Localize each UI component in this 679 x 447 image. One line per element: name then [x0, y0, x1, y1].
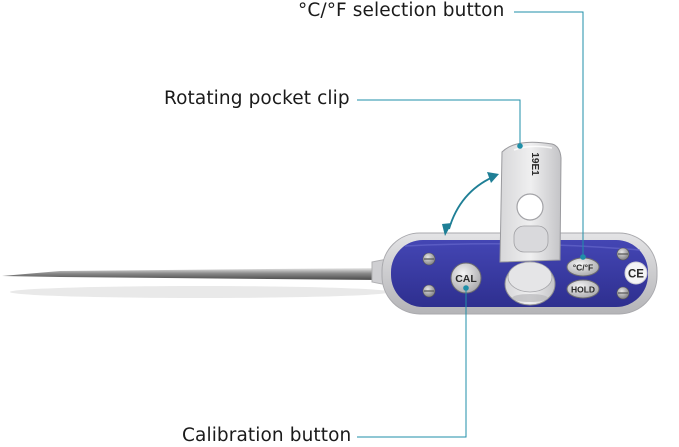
ce-mark-icon: CE [624, 261, 648, 285]
hold-button-label: HOLD [571, 285, 595, 295]
ce-mark-text: CE [628, 269, 644, 281]
clip-pivot-knob [504, 261, 556, 306]
callout-line-calibration [357, 285, 469, 438]
unit-selection-button[interactable]: °C/°F [566, 257, 600, 277]
probe-shadow [10, 286, 390, 298]
callout-line-pocket-clip [357, 99, 523, 149]
hold-button[interactable]: HOLD [566, 279, 600, 299]
probe-needle [2, 268, 380, 280]
calibration-button[interactable]: CAL [450, 262, 482, 294]
rotation-arrow-icon [442, 172, 499, 236]
callout-pocket-clip-label: Rotating pocket clip [164, 88, 350, 109]
screw-icon [616, 247, 630, 261]
callout-calibration-label: Calibration button [182, 425, 352, 446]
screw-icon [422, 252, 436, 266]
clip-code: 19E1 [529, 152, 540, 176]
screw-icon [616, 286, 630, 300]
unit-button-label: °C/°F [573, 263, 594, 273]
pocket-clip[interactable]: 19E1 [499, 141, 562, 263]
callout-unit-button-label: °C/°F selection button [298, 0, 505, 21]
calibration-button-label: CAL [455, 273, 477, 285]
screw-icon [422, 284, 436, 298]
clip-hole [516, 193, 544, 221]
callout-line-unit-button [514, 11, 586, 260]
